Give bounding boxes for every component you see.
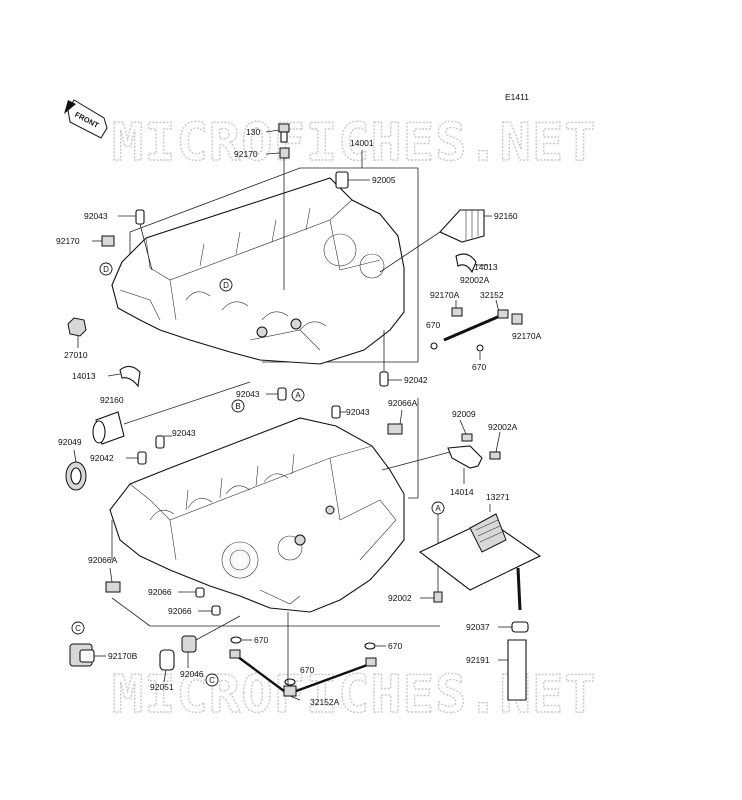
label-92043-b: 92043 [236,389,260,399]
svg-text:C: C [209,676,215,685]
callout-a-1: A [291,388,305,402]
clamp-92170a-b: 92170A [511,313,542,341]
label-92002a-mid: 92002A [488,422,518,432]
plate-13271: 13271 [418,492,542,591]
clamp-92170b: 92170B [69,643,138,667]
label-92042-left: 92042 [90,453,114,463]
callout-a-2: A [431,501,445,592]
label-92066a-left: 92066A [88,555,118,565]
cover-14013-right: 14013 [455,253,498,274]
callout-c-1: C [71,621,85,635]
filter-92160-top: 92160 [379,209,518,273]
label-92043-c: 92043 [346,407,370,417]
plug-27010: 27010 [64,317,88,360]
label-92170-left: 92170 [56,236,80,246]
label-14013-right: 14013 [474,262,498,272]
clamp-92170-left: 92170 [56,235,115,247]
bolt-130: 130 [246,123,290,143]
label-670-c: 670 [254,635,268,645]
pin-92043-c: 92043 [331,405,370,419]
svg-text:B: B [235,402,240,411]
label-13271: 13271 [486,492,510,502]
label-670-d: 670 [388,641,402,651]
oring-670-e: 670 [284,665,314,686]
oring-670-d: 670 [364,641,402,651]
callout-b-1: B [231,399,245,413]
label-92066a-top: 92066A [388,398,418,408]
label-14014: 14014 [450,487,474,497]
label-92049: 92049 [58,437,82,447]
cover-14013-left: 14013 [72,365,141,388]
label-14013-left: 14013 [72,371,96,381]
label-670-a: 670 [426,320,440,330]
pin-92042-left: 92042 [90,451,147,465]
label-92037: 92037 [466,622,490,632]
label-92170b: 92170B [108,651,138,661]
label-92051: 92051 [150,682,174,692]
label-92066-a: 92066 [148,587,172,597]
bolt-92002: 92002 [388,591,443,603]
hose-92191: 92037 92191 [466,567,529,701]
label-92042-top: 92042 [404,375,428,385]
label-92043-a: 92043 [84,211,108,221]
upper-crankcase [111,177,405,365]
label-670-e: 670 [300,665,314,675]
label-92170a-b: 92170A [512,331,542,341]
pin-92043-d: 92043 [155,428,196,449]
label-92170-top: 92170 [234,149,258,159]
label-92005: 92005 [372,175,396,185]
svg-text:A: A [295,391,301,400]
oring-670-a: 670 [426,320,440,350]
label-32152a: 32152A [310,697,340,707]
pin-92005: 92005 [335,171,396,189]
label-14001: 14001 [350,138,374,148]
pipe-32152 [443,299,509,342]
clamp-92170-top: 92170 [234,147,290,290]
bolt-92002a-top [451,300,463,317]
pin-92042-top: 92042 [379,330,428,387]
pin-92043-a: 92043 [84,209,153,271]
svg-text:C: C [75,624,81,633]
bearing-92046: 92046 [180,615,241,679]
label-670-b: 670 [472,362,486,372]
svg-text:D: D [103,265,109,274]
callout-d-2: D [219,278,233,292]
label-92009: 92009 [452,409,476,419]
watermark-top: MICROFICHES.NET [112,113,597,173]
label-92046: 92046 [180,669,204,679]
label-92002a-top: 92002A [460,275,490,285]
label-92002: 92002 [388,593,412,603]
bracket-14014: 14014 [381,431,501,497]
label-92191: 92191 [466,655,490,665]
plug-92066-a: 92066 [148,587,205,598]
label-92170a-a: 92170A [430,290,460,300]
callout-c-2: C [205,673,219,687]
label-27010: 27010 [64,350,88,360]
seal-92049: 92049 [58,437,87,491]
plug-92066a-top: 92066A [387,398,418,435]
label-130: 130 [246,127,260,137]
front-arrow-icon: FRONT [64,99,108,139]
label-32152: 32152 [480,290,504,300]
lower-crankcase-frame [111,398,440,627]
label-92160-top: 92160 [494,211,518,221]
oring-670-c: 670 [230,635,268,645]
diagram-code: E1411 [505,92,529,102]
svg-text:A: A [435,504,441,513]
pin-92043-b: 92043 [236,387,287,401]
oring-670-b: 670 [472,344,486,372]
plug-92066a-left: 92066A [88,555,121,593]
label-92066-b: 92066 [168,606,192,616]
bolt-92009 [459,419,473,442]
label-92043-d: 92043 [172,428,196,438]
seal-92051: 92051 [150,649,175,692]
plug-92066-b: 92066 [168,605,221,616]
label-92160-left: 92160 [100,395,124,405]
callout-d-1: D [99,262,113,276]
svg-text:D: D [223,281,229,290]
filter-92160-left: 92160 [92,381,251,445]
lower-crankcase [109,417,405,613]
pipe-32152a: 32152A [229,612,377,707]
